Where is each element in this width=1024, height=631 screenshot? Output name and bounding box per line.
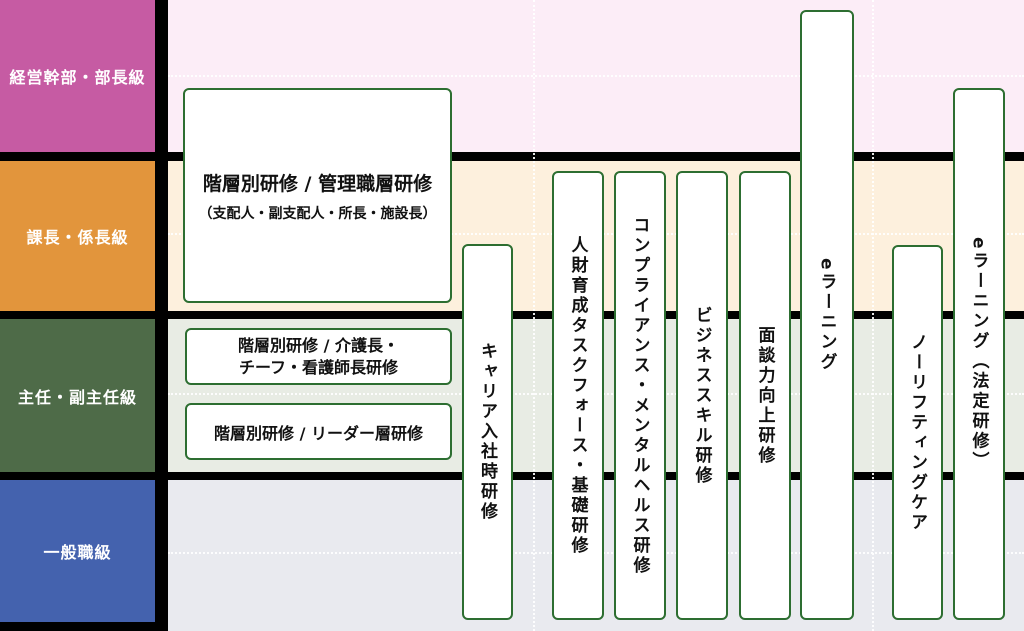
dotted-guideline-horizontal-1 [168, 75, 1024, 77]
box-interview-skill-training: 面談力向上研修 [739, 171, 791, 620]
box-elearning: eラーニング [800, 10, 854, 620]
box-no-lifting-care: ノーリフティングケア [892, 245, 943, 620]
dotted-guideline-vertical-1 [533, 0, 535, 631]
no-lifting-care-label: ノーリフティングケア [907, 332, 927, 533]
level-label-general-staff: 一般職級 [43, 543, 112, 562]
level-label-executive: 経営幹部・部長級 [9, 68, 146, 87]
care-chief-training-line1: 階層別研修 / 介護長・ [238, 335, 399, 355]
level-block-chief: 主任・副主任級 [0, 319, 155, 472]
career-entry-training-label: キャリア入社時研修 [477, 342, 497, 522]
box-care-chief-training: 階層別研修 / 介護長・ チーフ・看護師長研修 [185, 328, 452, 385]
dotted-guideline-vertical-2 [872, 0, 874, 631]
box-management-layer-training: 階層別研修 / 管理職層研修 （支配人・副支配人・所長・施設長） [183, 88, 452, 303]
box-business-skill-training: ビジネススキル研修 [676, 171, 728, 620]
management-training-subtitle: （支配人・副支配人・所長・施設長） [198, 205, 437, 222]
box-compliance-mentalhealth-training: コンプライアンス・メンタルヘルス研修 [614, 171, 666, 620]
care-chief-training-line2: チーフ・看護師長研修 [238, 357, 399, 377]
compliance-mentalhealth-training-label: コンプライアンス・メンタルヘルス研修 [629, 215, 650, 576]
box-career-entry-training: キャリア入社時研修 [462, 244, 513, 620]
elearning-statutory-label: eラーニング（法定研修） [968, 236, 989, 472]
hr-taskforce-basic-training-label: 人財育成タスクフォース・基礎研修 [567, 235, 588, 556]
elearning-label: eラーニング [816, 257, 837, 373]
level-label-section-chief: 課長・係長級 [26, 228, 129, 247]
level-block-executive: 経営幹部・部長級 [0, 0, 155, 152]
box-hr-taskforce-basic-training: 人財育成タスクフォース・基礎研修 [552, 171, 604, 620]
box-leader-layer-training: 階層別研修 / リーダー層研修 [185, 403, 452, 460]
leader-training-label: 階層別研修 / リーダー層研修 [214, 423, 423, 443]
level-block-general-staff: 一般職級 [0, 480, 155, 622]
business-skill-training-label: ビジネススキル研修 [691, 305, 712, 486]
management-training-title: 階層別研修 / 管理職層研修 [202, 172, 433, 195]
interview-skill-training-label: 面談力向上研修 [754, 325, 775, 466]
level-label-chief: 主任・副主任級 [17, 387, 137, 407]
level-block-section-chief: 課長・係長級 [0, 161, 155, 311]
box-elearning-statutory: eラーニング（法定研修） [953, 88, 1005, 620]
